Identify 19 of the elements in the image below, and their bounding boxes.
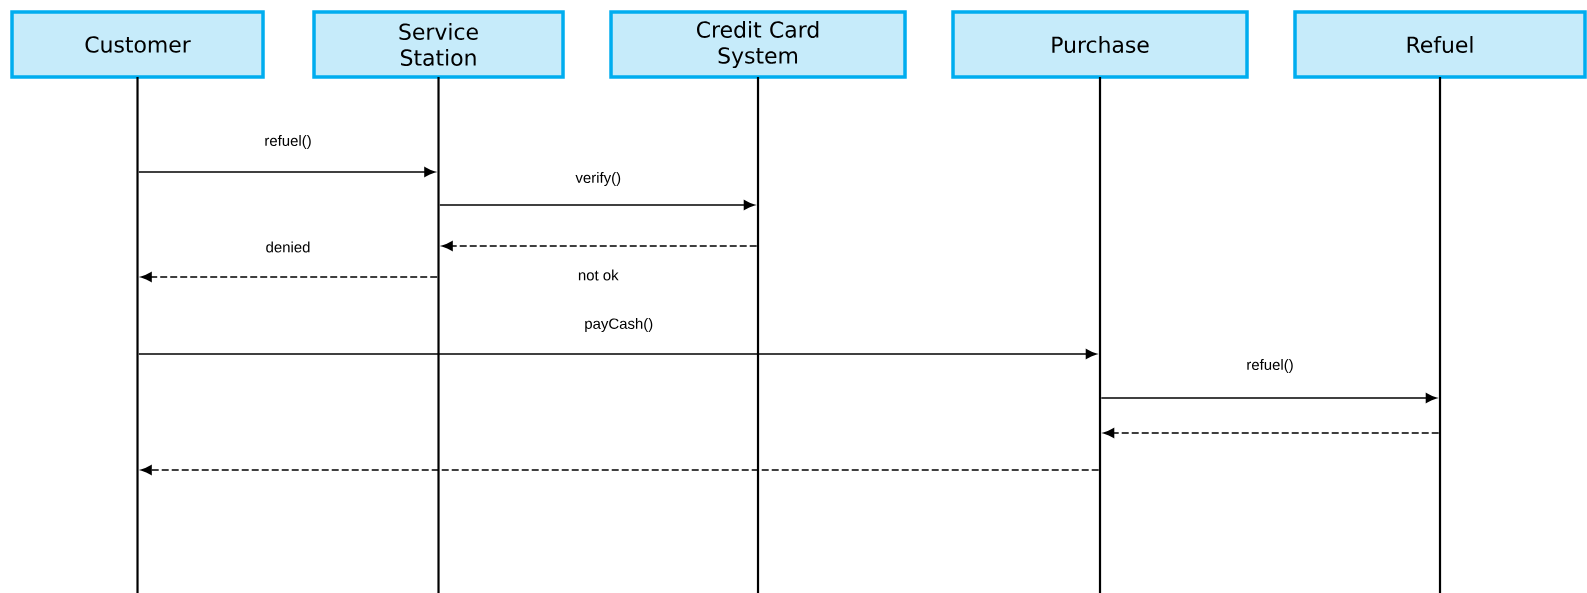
lifeline-header-box: Refuel: [1293, 10, 1587, 79]
message-label: refuel(): [1247, 359, 1293, 373]
message-arrow: [140, 272, 439, 282]
message-arrow: [138, 349, 1097, 359]
message-arrow: [441, 241, 758, 251]
lifeline-header-box: Purchase: [951, 10, 1249, 79]
message-label: refuel(): [265, 135, 311, 149]
message-arrow: [140, 465, 1100, 475]
lifeline-header-box: Service Station: [312, 10, 565, 79]
lifeline-header-box: Customer: [10, 10, 265, 79]
message-label: denied: [266, 241, 310, 253]
message-arrow: [1103, 428, 1440, 438]
message-arrow: [138, 167, 436, 177]
message-label: payCash(): [585, 318, 653, 332]
message-arrow: [1100, 393, 1437, 403]
message-label: verify(): [575, 172, 621, 186]
message-arrow: [439, 200, 755, 210]
message-label: not ok: [578, 269, 619, 281]
lifeline-header-box: Credit Card System: [609, 10, 907, 79]
